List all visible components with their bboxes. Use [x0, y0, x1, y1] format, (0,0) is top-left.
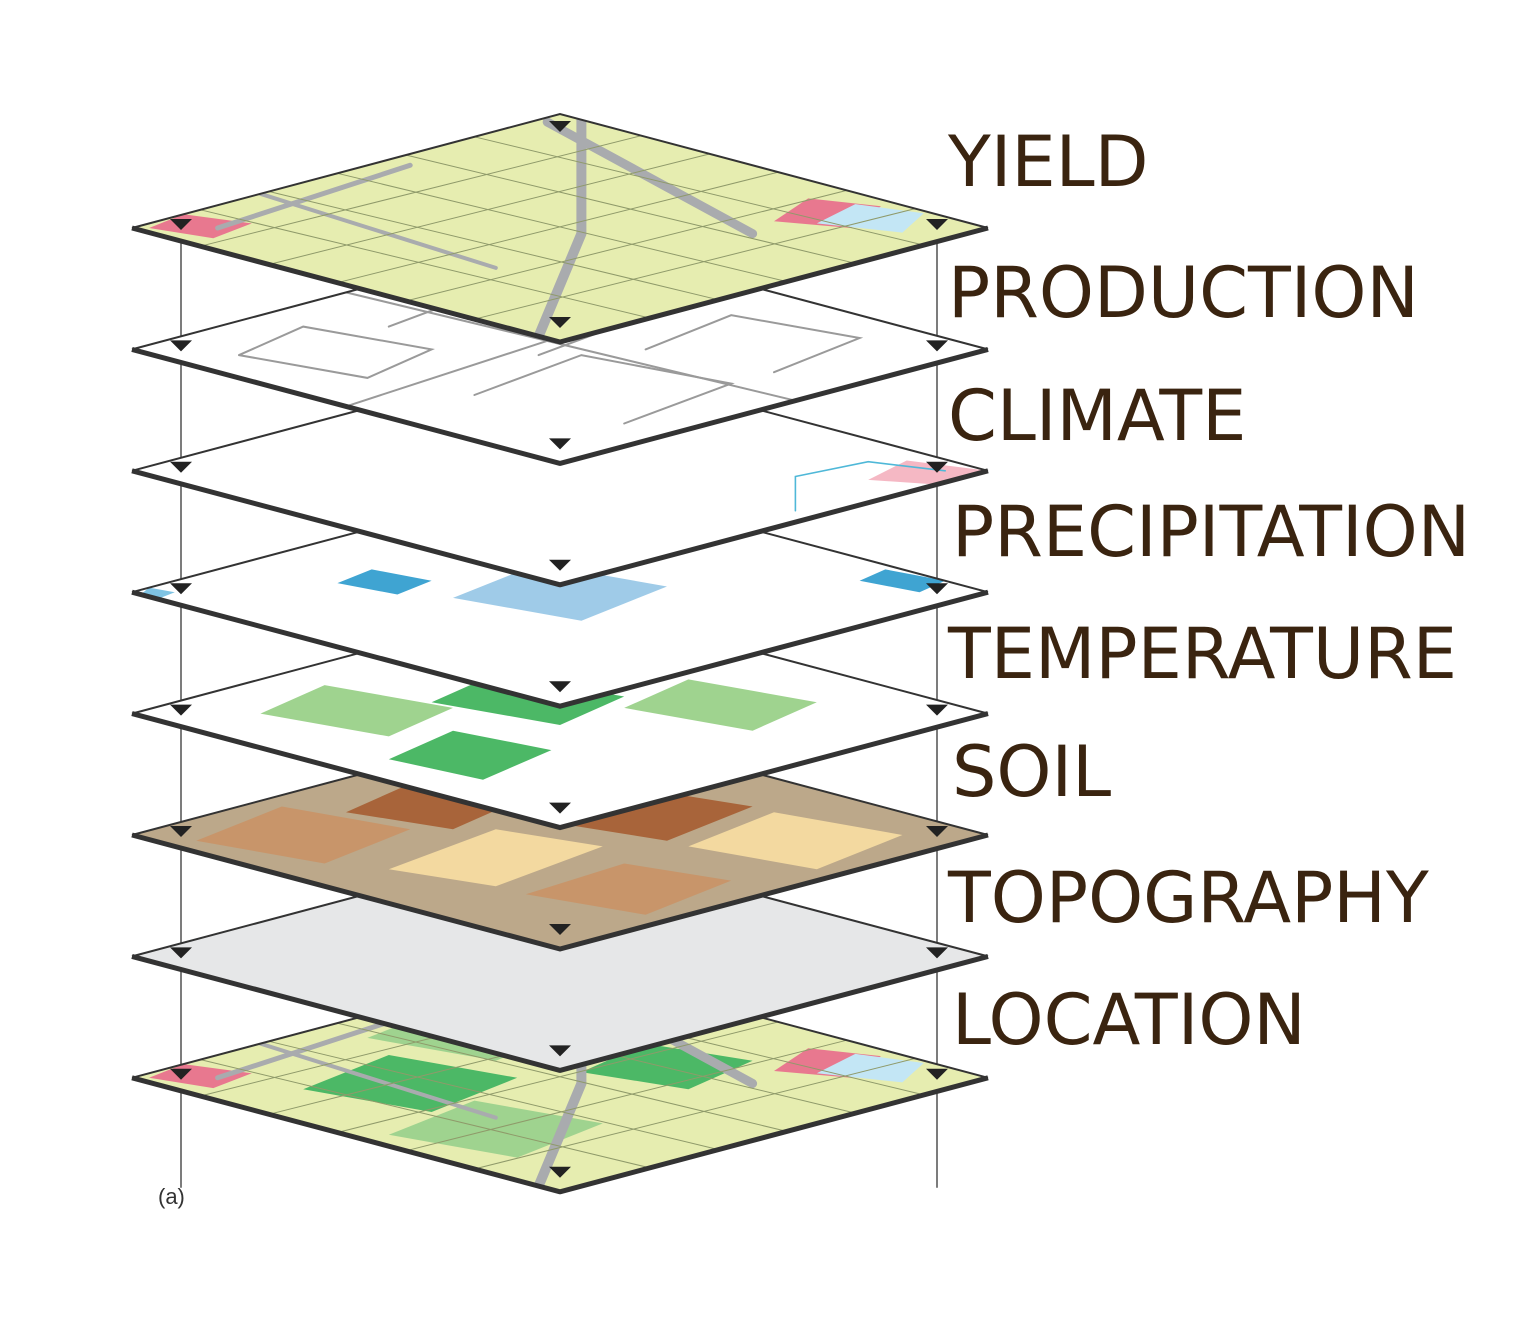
plate-precipitation	[131, 477, 989, 709]
figure-caption: (a)	[158, 1184, 185, 1209]
arrowhead-icon	[926, 826, 948, 837]
arrowhead-icon	[926, 1068, 948, 1080]
layer-label-climate: CLIMATE	[948, 375, 1246, 457]
layer-label-soil: SOIL	[952, 731, 1111, 813]
arrowhead-icon	[549, 438, 571, 450]
arrowhead-icon	[170, 704, 192, 716]
arrowhead-icon	[549, 681, 571, 693]
arrowhead-icon	[549, 924, 571, 935]
arrowhead-icon	[170, 1068, 192, 1080]
layer-label-topography: TOPOGRAPHY	[947, 857, 1429, 939]
arrowhead-icon	[170, 583, 192, 595]
layer-label-location: LOCATION	[952, 979, 1306, 1061]
arrowhead-icon	[549, 559, 571, 571]
arrowheads	[170, 121, 948, 1178]
arrowhead-icon	[926, 947, 948, 959]
plate-yield	[131, 112, 989, 345]
arrowhead-icon	[549, 317, 571, 328]
arrowhead-icon	[549, 802, 571, 814]
arrowhead-icon	[926, 340, 948, 352]
arrowhead-icon	[926, 461, 948, 473]
arrowhead-icon	[170, 219, 192, 230]
layer-label-production: PRODUCTION	[948, 252, 1419, 334]
arrowhead-icon	[549, 1045, 571, 1057]
arrowhead-icon	[926, 704, 948, 716]
layer-plates	[131, 112, 989, 1195]
layer-label-yield: YIELD	[947, 121, 1149, 203]
layer-label-precipitation: PRECIPITATION	[952, 491, 1470, 573]
arrowhead-icon	[170, 461, 192, 473]
layer-labels: YIELD PRODUCTION CLIMATE PRECIPITATION T…	[947, 121, 1470, 1061]
arrowhead-icon	[549, 1166, 571, 1178]
arrowhead-icon	[170, 947, 192, 959]
arrowhead-icon	[170, 340, 192, 352]
arrowhead-icon	[549, 121, 571, 132]
arrowhead-icon	[926, 219, 948, 230]
arrowhead-icon	[926, 583, 948, 595]
layer-label-temperature: TEMPERATURE	[947, 613, 1457, 695]
plate-temperature	[131, 598, 989, 831]
arrowhead-icon	[170, 826, 192, 837]
